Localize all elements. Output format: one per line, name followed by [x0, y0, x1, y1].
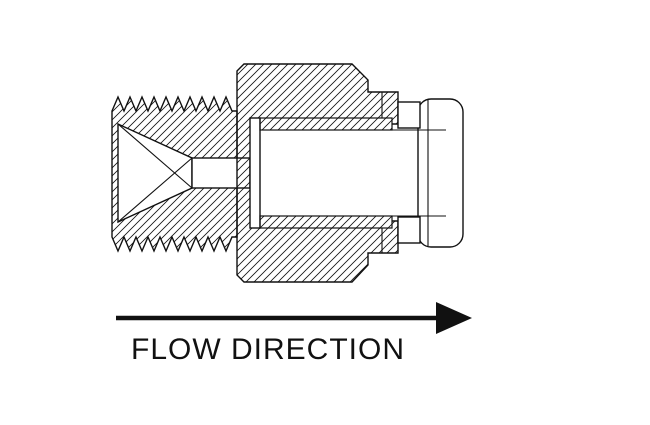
nut-cap	[417, 98, 464, 248]
inner-sleeve	[249, 117, 393, 229]
body-bore	[250, 118, 392, 228]
flow-arrow	[116, 302, 472, 334]
sleeve-top-wall	[259, 117, 393, 131]
flow-arrow-head	[436, 302, 472, 334]
flow-direction-label: FLOW DIRECTION	[131, 333, 405, 366]
fitting-body	[236, 63, 399, 283]
sleeve-bottom-wall	[259, 215, 393, 229]
swivel-nut	[392, 98, 464, 248]
nut-step-bottom	[397, 216, 421, 244]
seat-cross-line-1	[117, 123, 193, 189]
seat-cross-line-2	[117, 157, 193, 223]
sleeve-end-wall	[249, 117, 261, 229]
nut-step-top	[397, 101, 421, 129]
